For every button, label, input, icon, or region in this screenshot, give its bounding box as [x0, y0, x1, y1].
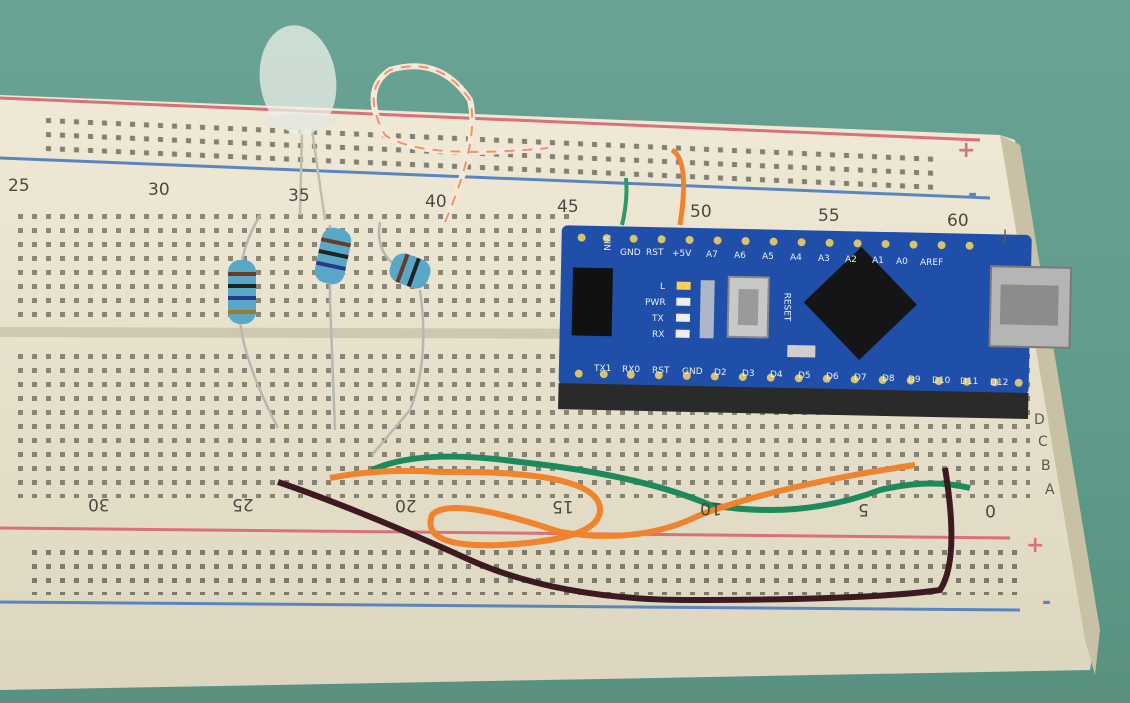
brown-wire [277, 467, 955, 604]
led-label: RX [652, 330, 665, 340]
bottom-rail-blue-line [0, 600, 1021, 612]
pin-label: D10 [932, 376, 951, 386]
top-rail-red-line [0, 96, 981, 142]
pin-label: D12 [990, 378, 1009, 388]
arduino-nano [558, 225, 1073, 420]
resistor-2 [314, 225, 352, 431]
pin-label: D6 [826, 372, 839, 382]
pin-label: A3 [818, 254, 830, 264]
pin-label: VIN [600, 235, 611, 251]
pin-label: D3 [742, 369, 755, 379]
pin-label: A7 [706, 250, 718, 260]
pin-label: D2 [714, 368, 727, 378]
col-number: 50 [690, 202, 712, 222]
pin-label: D4 [770, 370, 783, 380]
pin-label: RST [652, 366, 670, 376]
clear-led [259, 25, 338, 221]
pin-label: A4 [790, 253, 802, 263]
orange-short-wire [670, 147, 687, 226]
col-number: 45 [557, 197, 579, 217]
col-number: 30 [88, 494, 110, 514]
reset-label: RESET [781, 292, 792, 322]
col-number: 30 [148, 180, 170, 200]
pin-label: GND [620, 248, 641, 258]
resistor-1 [228, 214, 280, 429]
row-letter: J [1003, 228, 1008, 244]
pin-label: RST [646, 248, 664, 258]
pin-label: D9 [908, 375, 921, 385]
orange-wire [329, 462, 916, 549]
top-rail-blue-line [0, 156, 991, 200]
plus-symbol: + [1026, 533, 1045, 558]
col-number: 35 [288, 186, 310, 206]
pin-label: D8 [882, 374, 895, 384]
green-white-short-wire [620, 177, 629, 226]
col-number: 60 [947, 211, 969, 231]
resistor-3 [371, 221, 431, 456]
pin-label: RX0 [622, 365, 641, 375]
pin-label: D7 [854, 373, 867, 383]
pin-label: D11 [960, 377, 979, 387]
col-number: 5 [858, 499, 869, 519]
pin-label: A2 [845, 255, 857, 265]
led-label: PWR [645, 298, 666, 308]
row-letter: A [1045, 482, 1055, 498]
microcontroller-chip [803, 246, 917, 361]
plus-symbol: + [957, 138, 976, 163]
col-number: 40 [425, 192, 447, 212]
col-number: 25 [232, 494, 254, 514]
col-number: 20 [395, 495, 417, 515]
row-letter: B [1041, 458, 1051, 474]
col-number: 15 [552, 496, 574, 516]
pin-label: A6 [734, 251, 746, 261]
row-letter: D [1034, 412, 1045, 428]
green-wire [370, 453, 971, 513]
pin-label: A0 [896, 257, 908, 267]
col-number: 55 [818, 206, 840, 226]
led-label: TX [652, 314, 664, 324]
icsp-header [571, 267, 614, 337]
bottom-rail-red-line [0, 526, 1011, 540]
pin-label: AREF [920, 258, 944, 268]
col-number: 25 [8, 176, 30, 196]
pin-label: TX1 [594, 364, 612, 374]
pin-label: +5V [672, 249, 692, 259]
minus-symbol: - [1042, 590, 1052, 615]
minus-symbol: - [968, 182, 978, 207]
col-number: 0 [985, 500, 996, 520]
pin-label: D5 [798, 371, 811, 381]
col-number: 10 [700, 498, 722, 518]
pin-label: A5 [762, 252, 774, 262]
pin-label: GND [682, 367, 703, 377]
pin-label: A1 [872, 256, 884, 266]
led-label: L [660, 282, 666, 292]
row-letter: C [1038, 434, 1048, 450]
